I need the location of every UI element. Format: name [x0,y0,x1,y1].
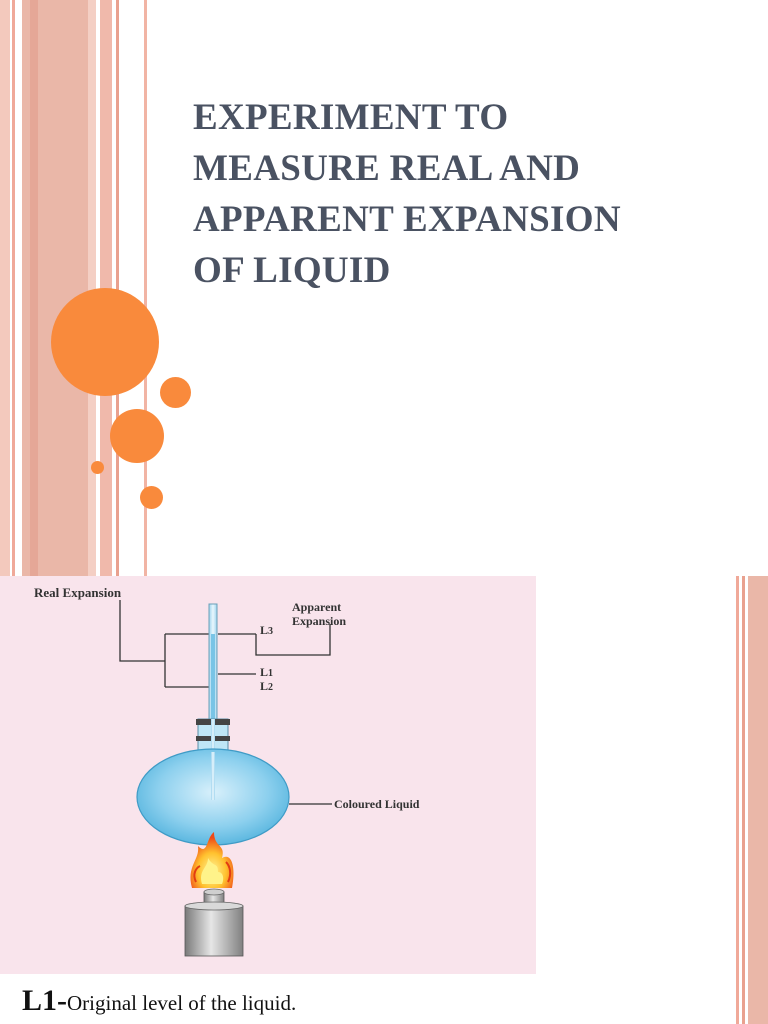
real-expansion-label: Real Expansion [34,585,122,600]
coloured-liquid-label: Coloured Liquid [334,797,420,811]
tube-inside-flask [211,752,215,800]
slide-title: EXPERIMENT TO MEASURE REAL AND APPARENT … [193,92,713,296]
title-line-4: OF LIQUID [193,250,391,291]
apparent-expansion-label-line1: Apparent [292,600,342,614]
right-stripe-decoration [736,576,768,1024]
decor-circle-medium [110,409,164,463]
decor-circle-tiny [91,461,104,474]
tube-liquid-column [211,634,215,762]
l1-definition: L1-Original level of the liquid. [22,984,296,1018]
l1-term: L1- [22,984,67,1017]
real-expansion-bracket [119,600,210,688]
l1-definition-text: Original level of the liquid. [67,991,297,1015]
apparent-expansion-label-line2: Expansion [292,614,347,628]
burner-flame [190,832,234,888]
level-l1-label: L1 [260,665,274,680]
title-line-2: MEASURE REAL AND [193,148,581,189]
decor-circle-small-bottom [140,486,163,509]
diagram-drawing [119,600,332,957]
decor-circle-large [51,288,159,396]
apparent-expansion-bracket [218,624,331,675]
expansion-diagram: Real Expansion Apparent Expansion L3 L1 … [0,576,536,974]
level-l3-label: L3 [260,623,274,638]
decor-circle-small-right [160,377,191,408]
spirit-lamp-burner [184,888,244,957]
title-line-1: EXPERIMENT TO [193,97,509,138]
tube-through-stopper [211,719,215,762]
title-line-3: APPARENT EXPANSION [193,199,621,240]
left-stripe-decoration [0,0,147,576]
level-l2-label: L2 [260,679,274,694]
